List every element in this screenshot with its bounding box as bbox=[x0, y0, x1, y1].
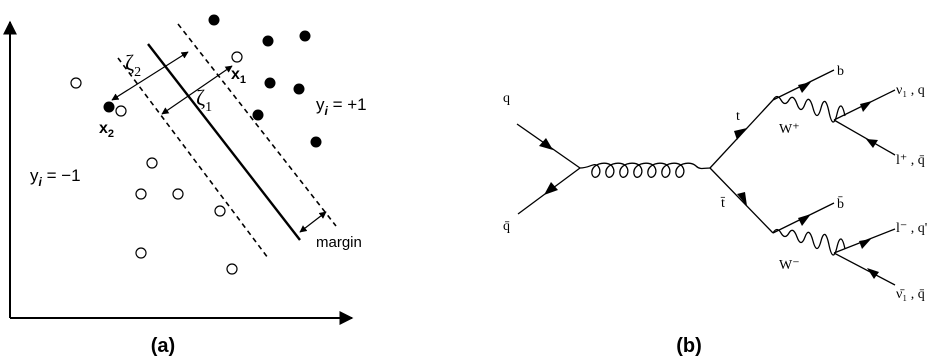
label-margin: margin bbox=[316, 234, 362, 251]
negative-point bbox=[172, 188, 184, 200]
arrow-lminus bbox=[859, 239, 871, 249]
label-y-positive: yi = +1 bbox=[316, 95, 367, 118]
margin-line-upper bbox=[177, 23, 337, 227]
panel-b-feynman bbox=[516, 69, 896, 286]
label-nu-q: ν₁ , q bbox=[896, 83, 925, 98]
positive-point bbox=[262, 35, 274, 47]
label-lplus-qbar: l⁺ , q̄ bbox=[896, 153, 925, 168]
label-bbar: b̄ bbox=[837, 196, 844, 212]
positive-point bbox=[310, 136, 322, 148]
label-w-minus: W⁻ bbox=[779, 258, 800, 273]
label-lminus-qprime: l⁻ , q' bbox=[896, 221, 927, 236]
margin-arrow bbox=[299, 211, 327, 233]
arrow-qbar bbox=[544, 182, 558, 195]
label-w-plus: W⁺ bbox=[779, 122, 800, 137]
w-plus-line bbox=[772, 95, 846, 123]
label-x1: x1 bbox=[231, 66, 246, 86]
zeta2-arrow bbox=[111, 51, 189, 101]
positive-point bbox=[299, 30, 311, 42]
label-y-negative: yi = −1 bbox=[30, 166, 81, 189]
negative-point bbox=[226, 263, 238, 275]
label-zeta1: ζ1 bbox=[196, 85, 212, 115]
negative-points bbox=[70, 51, 243, 275]
w-plus-decay-lplus bbox=[833, 119, 896, 156]
arrow-q bbox=[539, 138, 553, 150]
label-q: q bbox=[503, 91, 510, 106]
positive-point bbox=[293, 83, 305, 95]
negative-point bbox=[115, 105, 127, 117]
fermion-arrows bbox=[539, 82, 879, 279]
positive-point bbox=[264, 77, 276, 89]
margin-line-lower bbox=[117, 57, 269, 259]
negative-point bbox=[214, 205, 226, 217]
label-tbar: t̄ bbox=[720, 196, 726, 211]
negative-point bbox=[146, 157, 158, 169]
caption-b: (b) bbox=[676, 335, 702, 357]
panel-a-svm: x1 x2 ζ2 ζ1 yi = +1 yi = −1 margin (a) bbox=[2, 14, 367, 357]
arrow-nu bbox=[860, 101, 872, 112]
antitop-quark-line bbox=[709, 167, 774, 234]
positive-point bbox=[252, 109, 264, 121]
arrow-bbar bbox=[798, 214, 811, 226]
label-b: b bbox=[837, 64, 844, 79]
positive-point-x2 bbox=[103, 101, 115, 113]
negative-point-x1 bbox=[231, 51, 243, 63]
arrow-nubar bbox=[867, 268, 879, 279]
negative-point bbox=[135, 188, 147, 200]
label-nubar-qbar: ν̄₁ , q̄ bbox=[896, 287, 925, 302]
label-t: t bbox=[736, 109, 740, 124]
arrow-t bbox=[734, 128, 747, 140]
zeta1-arrow bbox=[161, 65, 233, 115]
w-minus-decay-nubar bbox=[833, 252, 896, 286]
w-minus-line bbox=[772, 228, 846, 256]
arrow-lplus bbox=[866, 139, 878, 148]
negative-point bbox=[70, 77, 82, 89]
label-qbar: q̄ bbox=[503, 219, 510, 234]
label-zeta2: ζ2 bbox=[125, 50, 141, 80]
positive-points bbox=[103, 14, 322, 148]
caption-a: (a) bbox=[151, 335, 175, 357]
gluon-line bbox=[579, 162, 711, 178]
positive-point bbox=[208, 14, 220, 26]
negative-point bbox=[135, 247, 147, 259]
arrow-b bbox=[798, 82, 811, 93]
label-x2: x2 bbox=[99, 120, 114, 140]
arrow-tbar bbox=[737, 192, 747, 206]
panel-b-labels: q q̄ t t̄ b b̄ W⁺ W⁻ ν₁ , q l⁺ , q̄ l⁻ ,… bbox=[503, 64, 927, 302]
